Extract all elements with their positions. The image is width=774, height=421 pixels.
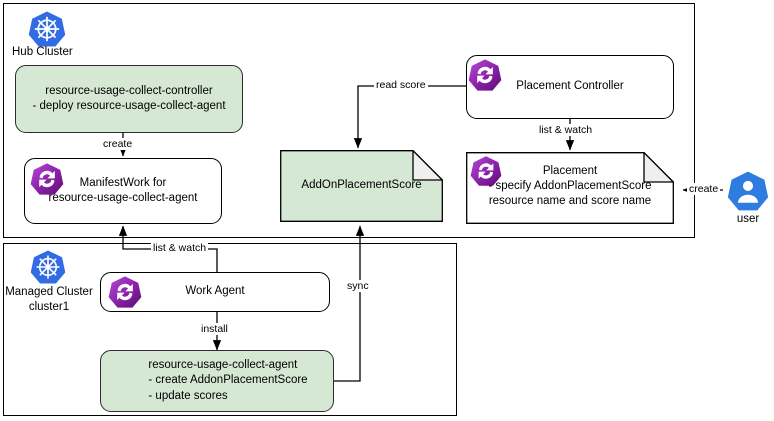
node-label: AddOnPlacementScore	[301, 179, 422, 191]
node-label: Placement Controller	[516, 80, 624, 93]
node-placement-controller[interactable]: Placement Controller	[466, 55, 674, 119]
edge-label-sync-score: sync	[345, 280, 371, 292]
edge-label-list-watch-placement: list & watch	[537, 124, 595, 136]
edge-label-create-manifestwork: create	[101, 138, 135, 150]
node-label: Placement - specify AddonPlacementScore …	[488, 165, 652, 208]
node-addon-placement-score[interactable]: AddOnPlacementScore	[280, 150, 443, 222]
node-resource-usage-collect-agent[interactable]: resource-usage-collect-agent - create Ad…	[100, 350, 334, 412]
sync-icon	[470, 155, 502, 187]
hub-cluster-caption: Hub Cluster	[12, 46, 73, 58]
sync-icon	[468, 58, 502, 92]
edge-label-create-placement: create	[687, 183, 721, 195]
sync-icon	[30, 162, 64, 196]
node-label: resource-usage-collect-agent - create Ad…	[148, 359, 308, 402]
edge-label-install-agent: install	[199, 323, 230, 335]
edge-label-read-score: read score	[374, 79, 428, 91]
sync-icon	[108, 275, 142, 309]
managed-cluster-container	[3, 243, 457, 416]
node-label: Work Agent	[185, 285, 245, 298]
kubernetes-icon	[30, 249, 66, 285]
user-label: user	[736, 213, 760, 225]
node-label: ManifestWork for resource-usage-collect-…	[48, 176, 198, 204]
kubernetes-icon	[28, 10, 66, 48]
node-resource-usage-collect-controller[interactable]: resource-usage-collect-controller - depl…	[15, 65, 243, 133]
edge-label-list-watch-manifestwork: list & watch	[151, 242, 209, 254]
user-icon[interactable]	[727, 170, 769, 212]
managed-cluster-caption: Managed Cluster cluster1	[5, 286, 93, 313]
node-label: resource-usage-collect-controller - depl…	[32, 84, 226, 112]
node-placement[interactable]: Placement - specify AddonPlacementScore …	[466, 152, 674, 224]
hub-cluster-container	[3, 3, 695, 238]
